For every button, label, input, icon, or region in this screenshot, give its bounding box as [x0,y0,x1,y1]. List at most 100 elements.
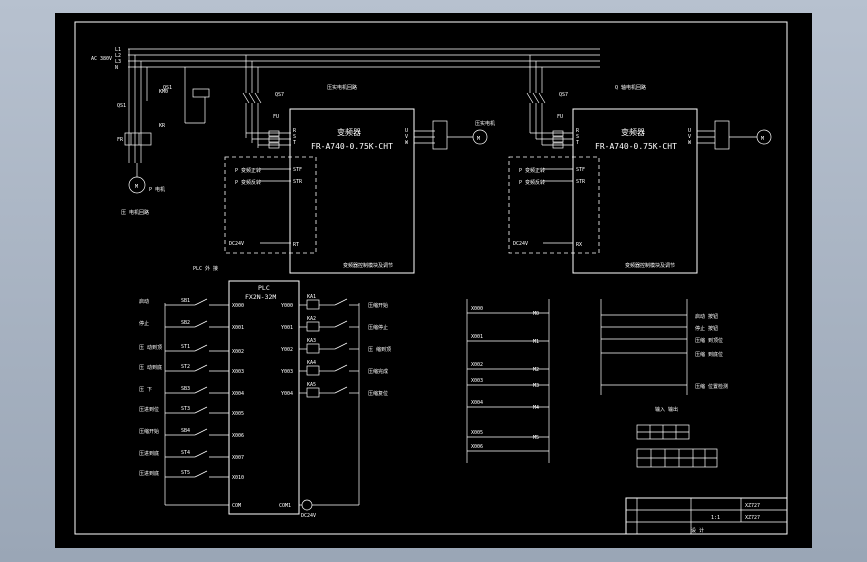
label-kr: KR [159,123,166,129]
switch-code: ST4 [181,450,190,456]
plc-out-y004: Y004 [281,391,293,397]
motor-circuit: M QS1 KM0 FR KR P 电机 压 电机回路 QS1 [117,49,210,216]
plc-out-y000: Y000 [281,303,293,309]
relay-row: KA4 压缩完成 [299,360,388,376]
switch-row: ST2 压 动到底 [139,364,229,372]
relay-code: KA1 [307,294,316,300]
plc-box [228,280,300,515]
supply-label: AC 380V [91,56,112,62]
label-km0: KM0 [159,89,168,95]
ladder-coil-0: M0 [533,311,539,317]
vfd-right-rx: RX [576,242,582,248]
plc-in-x010: X010 [232,475,244,481]
vfd-right-remote-a: P 变频正转 [519,167,545,174]
vfd-right-model: FR-A740-0.75K-CHT [595,142,677,151]
ladder-rung-6: X006 [471,444,483,450]
phase-label-n: N [115,65,118,71]
relay-code: KA3 [307,338,316,344]
plc-in-x004: X004 [232,391,244,397]
plc-model: FX2N-32M [245,293,276,301]
ladder-rung-5: X005 [471,430,483,436]
vfd-right-box [572,108,698,274]
switch-code: SB2 [181,320,190,326]
vfd-left-reactor [432,120,448,150]
vfd-right-branch: QS7 FU Q 轴电机回路 变频器 FR-A740-0.75K-CHT R S… [508,55,772,274]
designer-label: 设 计 [691,527,704,534]
switch-text: 压进到底 [139,450,159,457]
vfd-left-footer: 变频器控制模块及调节 [343,262,393,269]
vfd-right-term-u: U [688,128,691,134]
vfd-left-dc: DC24V [229,241,244,247]
motor-circuit-caption: 压 电机回路 [121,209,149,216]
switch-code: ST1 [181,344,190,350]
ladder-rung-4: X004 [471,400,483,406]
ladder-coil-1: M1 [533,339,539,345]
relay-row: KA5 压缩复位 [299,382,388,398]
plc-in-x000: X000 [232,303,244,309]
vfd-left-fuse: FU [273,114,279,120]
vfd-right-title: 变频器 [621,127,645,137]
vfd-left-box [289,108,415,274]
vfd-right-section: Q 轴电机回路 [615,84,646,91]
switch-row: SB2 停止 [139,320,229,328]
plc-section: PLC 外 接 PLC FX2N-32M X000 X001 X002 X003… [164,265,360,519]
vfd-left-remote-a: P 变频正转 [235,167,261,174]
output-relays: KA1 压缩开始 KA2 压缩停止 KA3 压 缩到顶 KA4 压缩完成 KA5… [299,294,391,398]
io-item-1: 停止 按钮 [695,325,718,332]
vfd-left-term-w: W [405,140,409,146]
ladder-rung-1: X001 [471,334,483,340]
switch-row: ST3 压进到位 [139,406,229,414]
relay-code: KA4 [307,360,316,366]
ladder-diagram: X000 X001 X002 X003 X004 X005 X006 M0 M1… [466,299,550,463]
plc-supply-symbol [301,499,313,511]
plc-com-in: COM [232,503,241,509]
power-bus: L1 L2 L3 N AC 380V [91,47,600,71]
plc-out-y001: Y001 [281,325,293,331]
switch-text: 压缩开始 [139,428,159,435]
relay-row: KA3 压 缩到顶 [299,338,391,354]
vfd-left-title: 变频器 [337,127,361,137]
switch-row: ST4 压进到底 [139,450,229,458]
io-table-caption: 输入 输出 [655,406,678,413]
vfd-right-str: STR [576,179,586,185]
vfd-left-str: STR [293,179,303,185]
ladder-coil-3: M3 [533,383,539,389]
vfd-left-motor-note: 压实电机 [475,120,495,127]
relay-text: 压缩开始 [368,302,388,309]
switch-row: SB3 压 下 [139,386,229,394]
vfd-left-motor-label: M [477,136,480,142]
vfd-left-breaker: QS7 [275,92,284,98]
io-item-0: 启动 按钮 [695,313,718,320]
plc-in-x003: X003 [232,369,244,375]
vfd-right-footer: 变频器控制模块及调节 [625,262,675,269]
label-qs1: QS1 [117,103,126,109]
vfd-right-stf: STF [576,167,585,173]
ladder-coil-4: M4 [533,405,539,411]
vfd-left-stf: STF [293,167,302,173]
plc-com-out: COM1 [279,503,291,509]
vfd-right-remote-b: P 变频反转 [519,179,545,186]
vfd-left-rt: RT [293,242,299,248]
vfd-left-model: FR-A740-0.75K-CHT [311,142,393,151]
relay-text: 压 缩到顶 [368,346,391,353]
ladder-coil-2: M2 [533,367,539,373]
switch-code: ST2 [181,364,190,370]
drawing-sub-number: XZ727 [745,515,760,521]
io-item-2: 压缩 到顶位 [695,337,723,344]
relay-row: KA2 压缩停止 [299,316,388,332]
drawing-scale: 1:1 [711,515,720,521]
switch-text: 压进到位 [139,406,159,413]
vfd-left-remote-b: P 变频反转 [235,179,261,186]
drawing-number: XZ727 [745,503,760,509]
vfd-left-branch: QS7 FU 压实电机回路 变频器 FR-A740-0.75K-CHT R S … [224,55,495,274]
vfd-left-term-v: V [405,134,408,140]
switch-row: SB1 启动 [139,298,229,306]
vfd-right-fuse: FU [557,114,563,120]
relay-text: 压缩完成 [368,368,388,375]
vfd-right-reactor [714,120,730,150]
vfd-right-breaker: QS7 [559,92,568,98]
plc-caption: PLC 外 接 [193,265,218,272]
vfd-left-term-u: U [405,128,408,134]
plc-in-x001: X001 [232,325,244,331]
plc-title: PLC [258,284,270,292]
